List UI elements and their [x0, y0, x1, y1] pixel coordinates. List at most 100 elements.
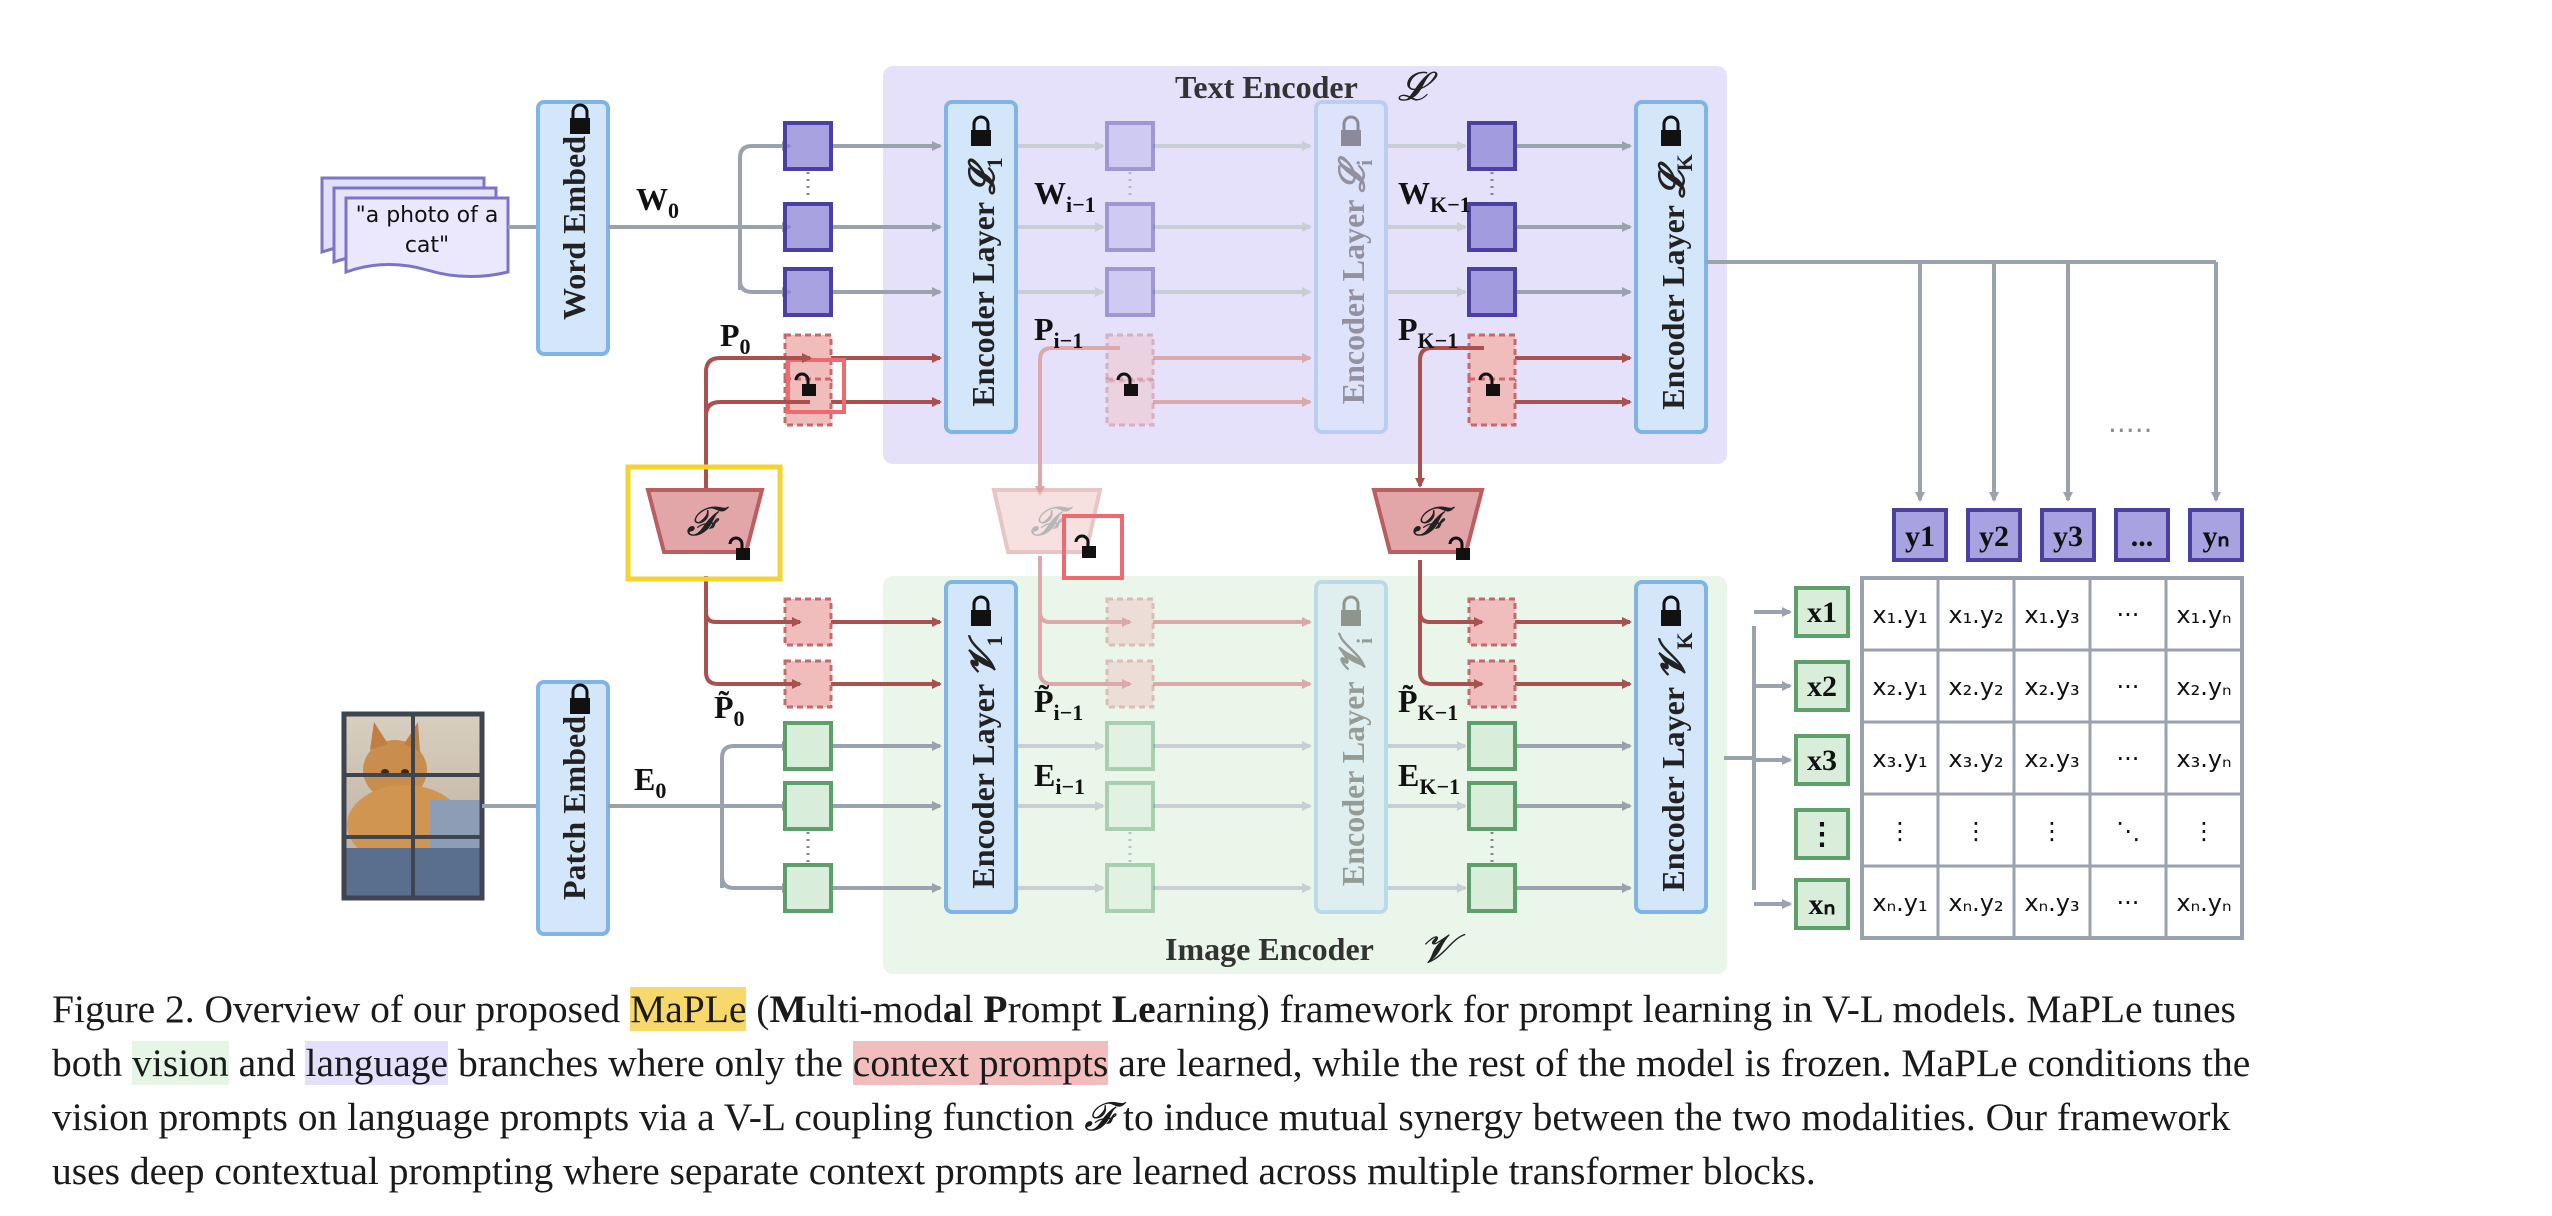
matrix-cell: x₁.yₙ	[2176, 601, 2231, 629]
math-labels: W0 P0 Wi−1 Pi−1 WK−1 PK−1 E0 P̃0 P̃i−1 E…	[634, 175, 1471, 803]
matrix-cell: x₃.y₂	[1948, 745, 2003, 773]
image-feature-box	[1794, 734, 1850, 786]
matrix-cell: x₂.yₙ	[2176, 673, 2231, 701]
matrix-cell: x₁.y₃	[2024, 601, 2079, 629]
context-prompt-token	[1105, 333, 1155, 383]
image-encoder-layer: Encoder Layer 𝓥i	[1314, 580, 1388, 914]
coupling-function-i: 𝓕	[991, 488, 1103, 554]
matrix-cell: xₙ.yₙ	[2176, 889, 2231, 917]
label-E-i-1: Ei−1	[1034, 757, 1085, 799]
patch-embed-block: Patch Embed	[536, 680, 610, 936]
matrix-cell: xₙ.y₁	[1872, 889, 1927, 917]
lock-icon	[1341, 115, 1361, 146]
image-token	[783, 721, 833, 771]
matrix-cell: x₁.y₁	[1872, 601, 1927, 629]
text-token	[1105, 121, 1155, 171]
matrix-cell: x₂.y₃	[2024, 745, 2079, 773]
svg-text:Encoder Layer 𝓛i: Encoder Layer 𝓛i	[1331, 155, 1377, 404]
text-encoder-layer: Encoder Layer 𝓛1	[944, 100, 1018, 434]
svg-text:Encoder Layer 𝓥1: Encoder Layer 𝓥1	[961, 634, 1007, 888]
matrix-cell: x₂.y₃	[2024, 673, 2079, 701]
image-feature-label: x3	[1807, 744, 1837, 777]
text-feature-dots: .....	[2108, 406, 2153, 439]
text-feature-label: yₙ	[2203, 520, 2230, 553]
matrix-cell: ⋮	[1964, 817, 1988, 845]
caption-line-2: both vision and language branches where …	[52, 1041, 2251, 1085]
matrix-cell: x₂.y₁	[1872, 673, 1927, 701]
lock-icon	[1661, 115, 1681, 146]
lock-icon	[1341, 595, 1361, 626]
label-Ptilde0: P̃0	[714, 689, 745, 731]
similarity-matrix: x₁.y₁ x₁.y₂ x₁.y₃ ··· x₁.yₙ x₂.y₁ x₂.y₂ x₂.y₃ ··…	[1860, 576, 2244, 940]
svg-text:Encoder Layer 𝓛1: Encoder Layer 𝓛1	[961, 157, 1007, 406]
encoder-pipeline: Encoder Layer 𝓛1 Encoder Layer 𝓥1 Encoder …	[570, 100, 1708, 914]
label-P0: P0	[720, 317, 751, 359]
image-token	[783, 863, 833, 913]
text-feature-box	[1966, 508, 2022, 562]
svg-text:Encoder Layer 𝓥i: Encoder Layer 𝓥i	[1331, 632, 1377, 886]
image-encoder-title: Image Encoder	[1165, 931, 1374, 967]
lock-icon	[1661, 595, 1681, 626]
text-encoder-layer: Encoder Layer 𝓛i	[1314, 100, 1388, 434]
text-token	[1467, 121, 1517, 171]
image-token	[1105, 781, 1155, 831]
matrix-cell: ⋮	[2040, 817, 2064, 845]
matrix-cell: x₂.y₂	[1948, 673, 2003, 701]
text-feature-box	[1892, 508, 1948, 562]
text-token	[1467, 267, 1517, 317]
word-embed-block: Word Embed	[536, 100, 610, 356]
lock-icon	[971, 115, 991, 146]
label-W-i-1: Wi−1	[1034, 175, 1096, 217]
unlock-icon	[794, 372, 816, 396]
image-feature-box	[1794, 878, 1850, 930]
language-highlight: language	[305, 1041, 449, 1085]
text-feature-label: y1	[1905, 520, 1935, 553]
text-encoder-title: Text Encoder	[1175, 69, 1358, 105]
lock-icon	[971, 595, 991, 626]
coupling-function-1: 𝓕	[625, 464, 783, 582]
text-token	[1105, 267, 1155, 317]
matrix-frame	[1860, 576, 2244, 940]
embed-connectors	[608, 141, 792, 893]
matrix-cell: ···	[2117, 673, 2140, 701]
image-token	[1467, 781, 1517, 831]
image-feature-box	[1794, 808, 1850, 860]
image-feature-label: x1	[1807, 596, 1837, 629]
matrix-cell: ⋱	[2116, 817, 2140, 845]
image-token	[1105, 863, 1155, 913]
coupling-function-K: 𝓕	[1371, 488, 1485, 560]
text-token	[1105, 202, 1155, 252]
word-embed-label: Word Embed	[556, 136, 592, 320]
figure-caption: Figure 2. Overview of our proposed MaPLe…	[52, 982, 2522, 1198]
image-feature-label: x2	[1807, 670, 1837, 703]
svg-text:Encoder Layer 𝓛K: Encoder Layer 𝓛K	[1651, 154, 1697, 409]
image-token	[1467, 721, 1517, 771]
matrix-cell: x₁.y₂	[1948, 601, 2003, 629]
unlock-icon	[728, 536, 750, 560]
label-P-i-1: Pi−1	[1034, 311, 1083, 353]
label-E0: E0	[634, 761, 666, 803]
maple-architecture-diagram: Text Encoder 𝓛 Image Encoder 𝓥 "a photo …	[320, 64, 2244, 974]
text-token	[1467, 202, 1517, 252]
matrix-cell: ···	[2117, 889, 2140, 917]
text-feature-label: ...	[2131, 520, 2154, 553]
matrix-cell: ···	[2117, 601, 2140, 629]
matrix-cell: xₙ.y₂	[1948, 889, 2003, 917]
matrix-cell: xₙ.y₃	[2024, 889, 2079, 917]
image-feature-label: xₙ	[1809, 888, 1836, 921]
image-encoder-layer: Encoder Layer 𝓥1	[944, 580, 1018, 914]
caption-line-4: uses deep contextual prompting where sep…	[52, 1149, 1816, 1193]
lock-icon	[570, 683, 590, 714]
input-text-line-1: "a photo of a	[356, 203, 499, 228]
label-Ptilde-i-1: P̃i−1	[1034, 683, 1083, 725]
matrix-cell: ···	[2117, 745, 2140, 773]
unlock-highlight-box	[786, 358, 846, 414]
unlock-icon	[1074, 534, 1096, 558]
text-token	[783, 202, 833, 252]
text-token	[783, 267, 833, 317]
image-feature-box	[1794, 660, 1850, 712]
image-feature-label: ⋮	[1807, 818, 1837, 851]
label-P-K-1: PK−1	[1398, 311, 1458, 353]
label-W-K-1: WK−1	[1398, 175, 1471, 217]
